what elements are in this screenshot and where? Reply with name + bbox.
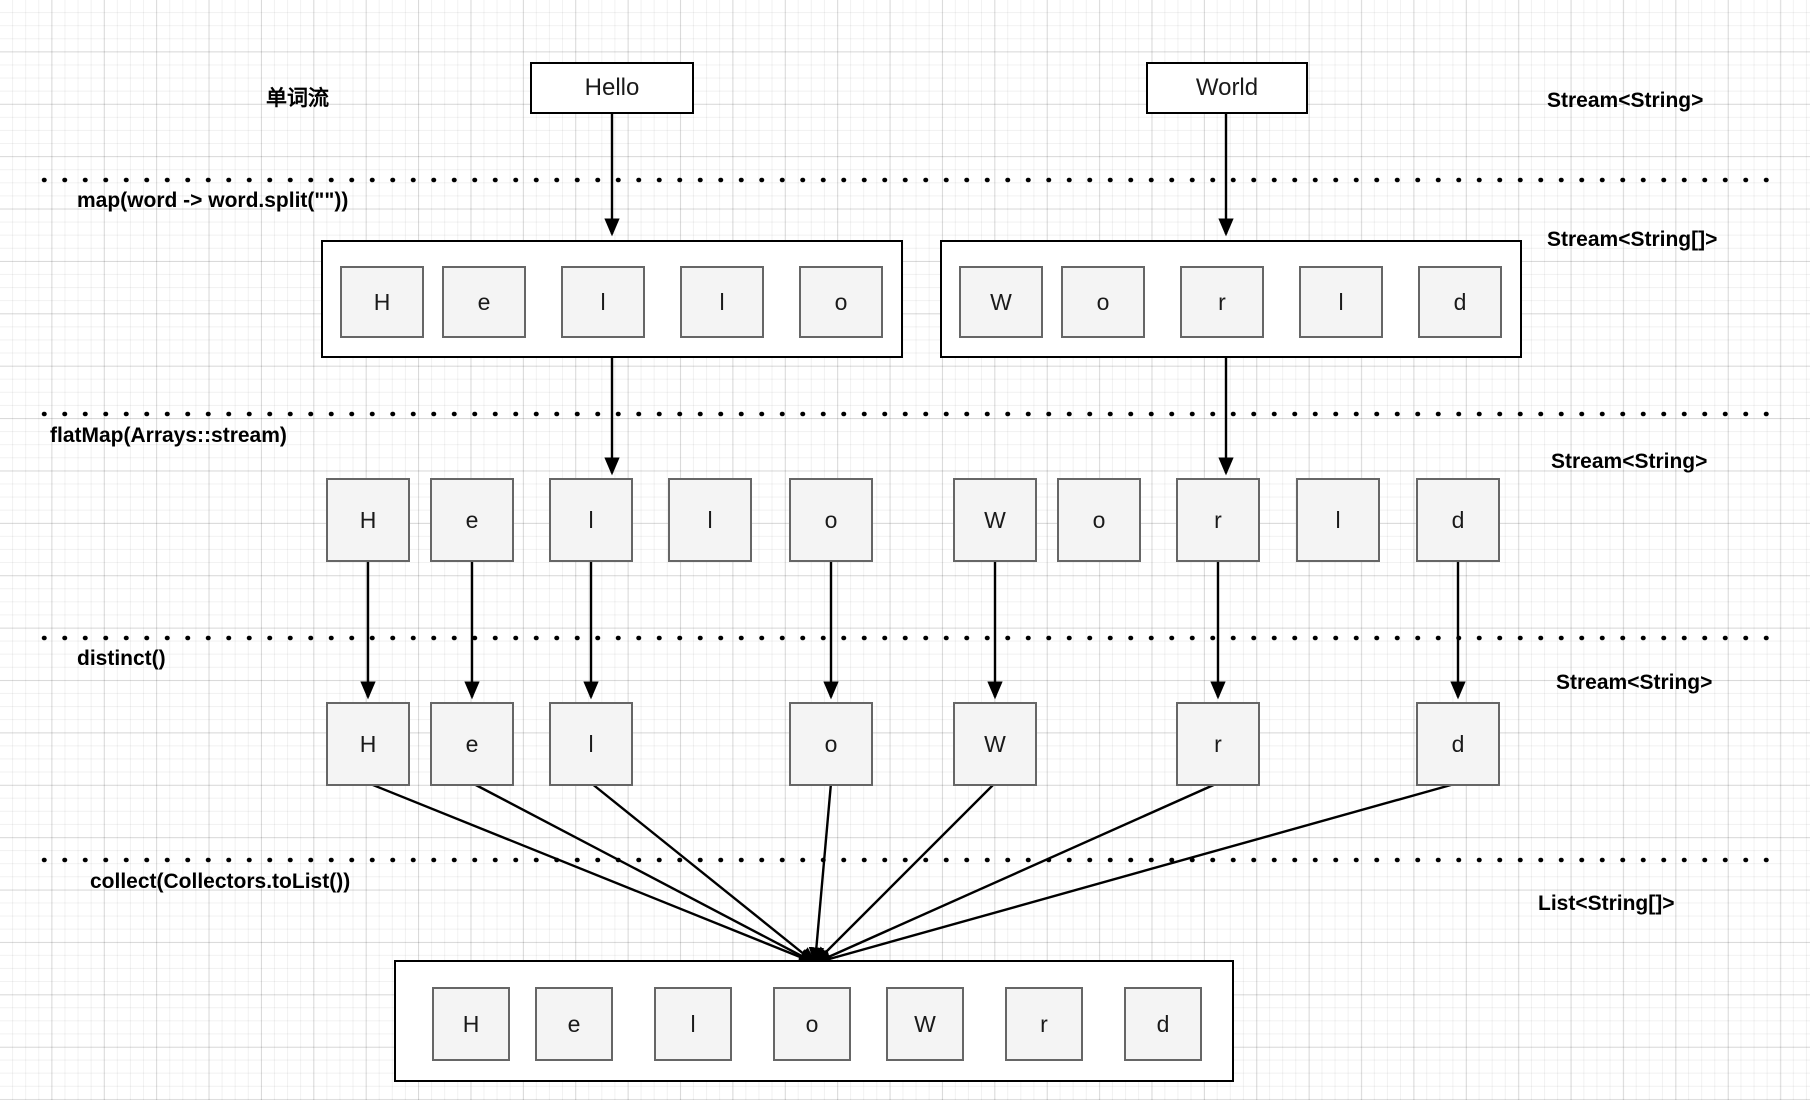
array-cell[interactable]: r bbox=[1180, 266, 1264, 338]
result-cell[interactable]: H bbox=[432, 987, 510, 1061]
array-cell[interactable]: e bbox=[442, 266, 526, 338]
flat-cell[interactable]: o bbox=[789, 478, 873, 562]
flat-cell[interactable]: r bbox=[1176, 478, 1260, 562]
array-cell[interactable]: l bbox=[680, 266, 764, 338]
array-cell[interactable]: o bbox=[799, 266, 883, 338]
flat-cell[interactable]: d bbox=[1416, 478, 1500, 562]
result-cell[interactable]: e bbox=[535, 987, 613, 1061]
source-word-box-hello[interactable]: Hello bbox=[530, 62, 694, 114]
array-cell[interactable]: W bbox=[959, 266, 1043, 338]
array-cell[interactable]: l bbox=[1299, 266, 1383, 338]
distinct-cell[interactable]: l bbox=[549, 702, 633, 786]
distinct-cell[interactable]: H bbox=[326, 702, 410, 786]
array-cell[interactable]: d bbox=[1418, 266, 1502, 338]
map-arrows bbox=[604, 113, 1234, 237]
result-cell[interactable]: l bbox=[654, 987, 732, 1061]
array-container-hello: H e l l o bbox=[321, 240, 903, 358]
flat-cell[interactable]: W bbox=[953, 478, 1037, 562]
type-label-stream-string: Stream<String> bbox=[1547, 89, 1704, 112]
result-cell[interactable]: d bbox=[1124, 987, 1202, 1061]
result-cell[interactable]: o bbox=[773, 987, 851, 1061]
type-label-stream-string-flat: Stream<String> bbox=[1551, 450, 1708, 473]
flat-cell[interactable]: H bbox=[326, 478, 410, 562]
operation-label-distinct: distinct() bbox=[77, 647, 166, 670]
array-cell[interactable]: H bbox=[340, 266, 424, 338]
distinct-cell[interactable]: o bbox=[789, 702, 873, 786]
result-cell[interactable]: r bbox=[1005, 987, 1083, 1061]
array-cell[interactable]: l bbox=[561, 266, 645, 338]
flat-cell[interactable]: e bbox=[430, 478, 514, 562]
operation-label-collect: collect(Collectors.toList()) bbox=[90, 870, 351, 893]
type-label-stream-string-array: Stream<String[]> bbox=[1547, 228, 1718, 251]
distinct-cell[interactable]: e bbox=[430, 702, 514, 786]
flat-cell[interactable]: o bbox=[1057, 478, 1141, 562]
flat-cell[interactable]: l bbox=[1296, 478, 1380, 562]
result-cell[interactable]: W bbox=[886, 987, 964, 1061]
operation-label-map: map(word -> word.split("")) bbox=[77, 189, 349, 212]
array-container-world: W o r l d bbox=[940, 240, 1522, 358]
distinct-cell[interactable]: W bbox=[953, 702, 1037, 786]
flat-cell[interactable]: l bbox=[549, 478, 633, 562]
array-cell[interactable]: o bbox=[1061, 266, 1145, 338]
source-stream-label: 单词流 bbox=[266, 87, 329, 110]
distinct-arrows bbox=[360, 562, 1466, 700]
distinct-cell[interactable]: d bbox=[1416, 702, 1500, 786]
distinct-cell[interactable]: r bbox=[1176, 702, 1260, 786]
source-word-box-world[interactable]: World bbox=[1146, 62, 1308, 114]
flat-cell[interactable]: l bbox=[668, 478, 752, 562]
operation-label-flatmap: flatMap(Arrays::stream) bbox=[50, 424, 287, 447]
type-label-stream-string-distinct: Stream<String> bbox=[1556, 671, 1713, 694]
type-label-list-string-array: List<String[]> bbox=[1538, 892, 1675, 915]
collect-arrows bbox=[367, 781, 1459, 967]
result-list-container: H e l o W r d bbox=[394, 960, 1234, 1082]
flatmap-arrows bbox=[604, 358, 1234, 476]
